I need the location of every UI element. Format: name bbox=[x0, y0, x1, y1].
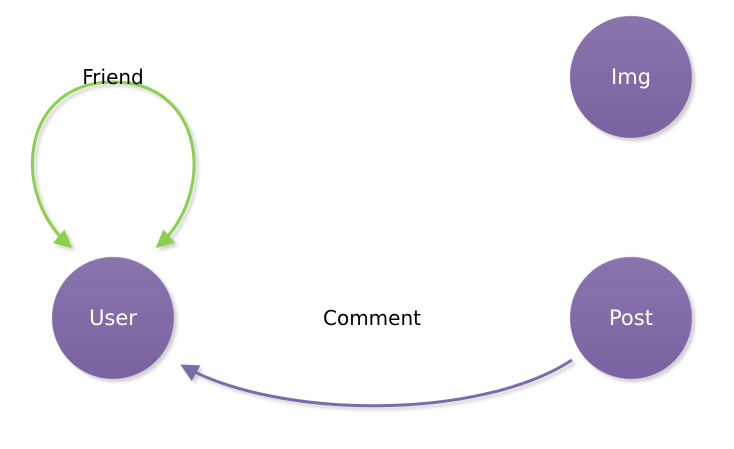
node-img[interactable]: Img bbox=[569, 15, 693, 139]
friend-edge bbox=[30, 80, 196, 248]
post-to-user-edge bbox=[180, 358, 573, 408]
node-user[interactable]: User bbox=[51, 256, 175, 380]
node-user-label: User bbox=[89, 306, 137, 330]
comment-label: Comment bbox=[323, 306, 421, 330]
friend-label: Friend bbox=[82, 65, 144, 89]
node-post[interactable]: Post bbox=[569, 256, 693, 380]
node-post-label: Post bbox=[609, 306, 653, 330]
node-img-label: Img bbox=[611, 65, 651, 89]
